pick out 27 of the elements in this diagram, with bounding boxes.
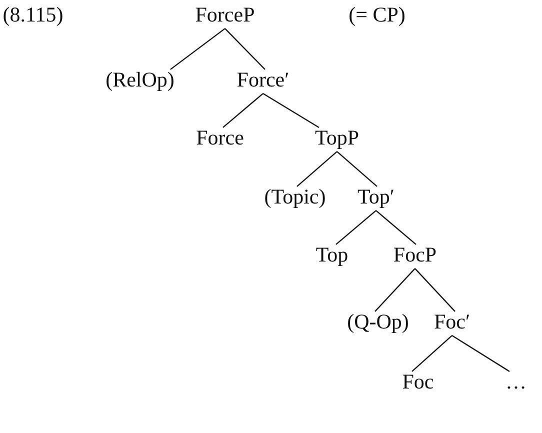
tree-node-label: Force [196, 126, 244, 150]
tree-branch [170, 28, 226, 70]
tree-branch [336, 151, 378, 187]
tree-branch [224, 28, 266, 70]
tree-node-label: Top [316, 243, 348, 267]
example-number: (8.115) [2, 3, 64, 27]
tree-node-label: Force′ [236, 68, 290, 92]
tree-node-label: Foc [402, 370, 434, 394]
tree-node-label: (RelOp) [106, 68, 174, 92]
tree-branch [452, 335, 510, 372]
tree-node-label: (Q-Op) [347, 310, 409, 334]
tree-node-label: (Topic) [264, 185, 326, 209]
tree-branch [336, 210, 376, 245]
tree-branch [414, 268, 456, 312]
tree-node-label: … [506, 370, 526, 394]
annotation: (= CP) [348, 3, 406, 27]
tree-node-label: Foc′ [434, 310, 470, 334]
tree-branch [262, 93, 320, 128]
tree-node-label: FocP [393, 243, 437, 267]
tree-branch [222, 93, 264, 128]
tree-branch [374, 268, 416, 312]
tree-node-label: TopP [314, 126, 360, 150]
tree-node-label: Top′ [358, 185, 394, 209]
tree-branch [376, 210, 416, 245]
tree-branch [412, 335, 452, 372]
tree-node-label: ForceP [195, 3, 255, 27]
tree-branch [296, 151, 338, 187]
